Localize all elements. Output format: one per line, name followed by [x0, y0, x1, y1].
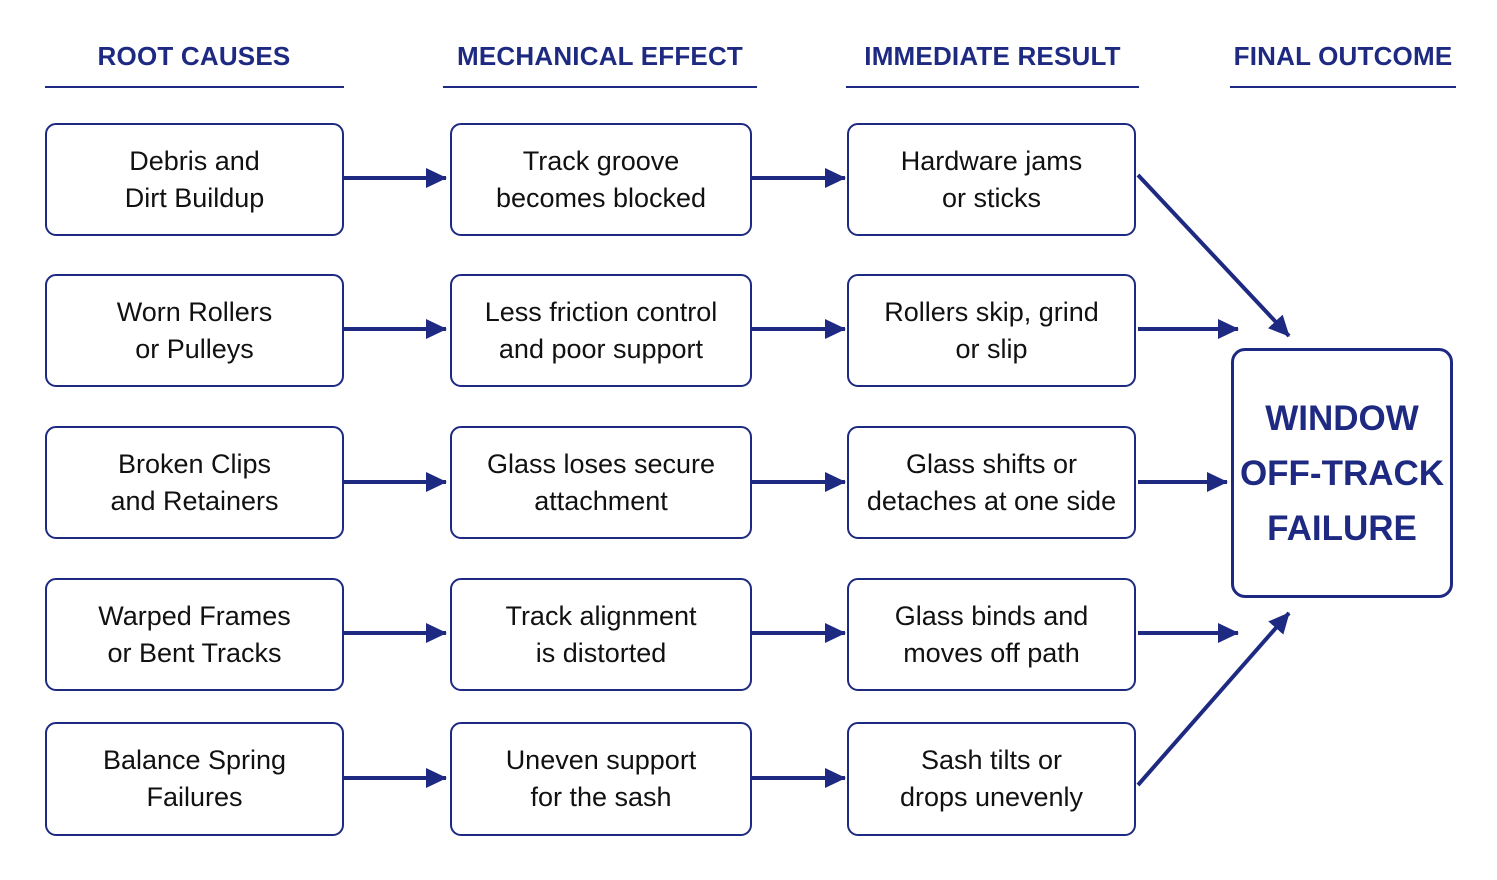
effect-box-secure-attachment: Glass loses secure attachment [450, 426, 752, 539]
effect-label: Less friction control and poor support [484, 296, 718, 364]
result-label: Glass shifts or detaches at one side [866, 448, 1117, 516]
cause-label: Worn Rollers or Pulleys [116, 296, 273, 364]
header-rule-final-outcome [1230, 86, 1456, 88]
header-mechanical-effect: MECHANICAL EFFECT [456, 41, 744, 71]
header-rule-immediate-result [846, 86, 1139, 88]
effect-box-uneven-support: Uneven support for the sash [450, 722, 752, 836]
cause-label: Debris and Dirt Buildup [124, 145, 265, 213]
result-box-glass-binds: Glass binds and moves off path [847, 578, 1136, 691]
effect-box-groove-blocked: Track groove becomes blocked [450, 123, 752, 236]
result-label: Glass binds and moves off path [894, 600, 1089, 668]
result-box-rollers-skip: Rollers skip, grind or slip [847, 274, 1136, 387]
result-box-sash-tilts: Sash tilts or drops unevenly [847, 722, 1136, 836]
effect-label: Track alignment is distorted [505, 600, 697, 668]
cause-box-warped-frames: Warped Frames or Bent Tracks [45, 578, 344, 691]
effect-box-friction-control: Less friction control and poor support [450, 274, 752, 387]
cause-label: Warped Frames or Bent Tracks [98, 600, 291, 668]
header-rule-mechanical-effect [443, 86, 757, 88]
header-root-causes: ROOT CAUSES [97, 41, 291, 71]
cause-label: Broken Clips and Retainers [110, 448, 279, 516]
header-rule-root-causes [45, 86, 344, 88]
final-outcome-label: WINDOW OFF-TRACK FAILURE [1239, 398, 1445, 548]
result-label: Sash tilts or drops unevenly [899, 745, 1084, 812]
arrow-result-final-5 [1136, 611, 1291, 787]
cause-label: Balance Spring Failures [102, 745, 287, 812]
cause-box-worn-rollers: Worn Rollers or Pulleys [45, 274, 344, 387]
header-immediate-result: IMMEDIATE RESULT [864, 41, 1121, 71]
result-label: Rollers skip, grind or slip [884, 296, 1099, 364]
effect-box-track-alignment: Track alignment is distorted [450, 578, 752, 691]
result-label: Hardware jams or sticks [900, 145, 1083, 213]
cause-box-balance-spring: Balance Spring Failures [45, 722, 344, 836]
arrow-result-final-1 [1136, 173, 1291, 338]
cause-box-broken-clips: Broken Clips and Retainers [45, 426, 344, 539]
effect-label: Uneven support for the sash [505, 745, 697, 812]
cause-box-debris: Debris and Dirt Buildup [45, 123, 344, 236]
result-box-hardware-jams: Hardware jams or sticks [847, 123, 1136, 236]
final-outcome-box: WINDOW OFF-TRACK FAILURE [1231, 348, 1453, 598]
header-final-outcome: FINAL OUTCOME [1233, 41, 1453, 71]
result-box-glass-shifts: Glass shifts or detaches at one side [847, 426, 1136, 539]
effect-label: Track groove becomes blocked [495, 145, 707, 213]
effect-label: Glass loses secure attachment [486, 448, 716, 516]
